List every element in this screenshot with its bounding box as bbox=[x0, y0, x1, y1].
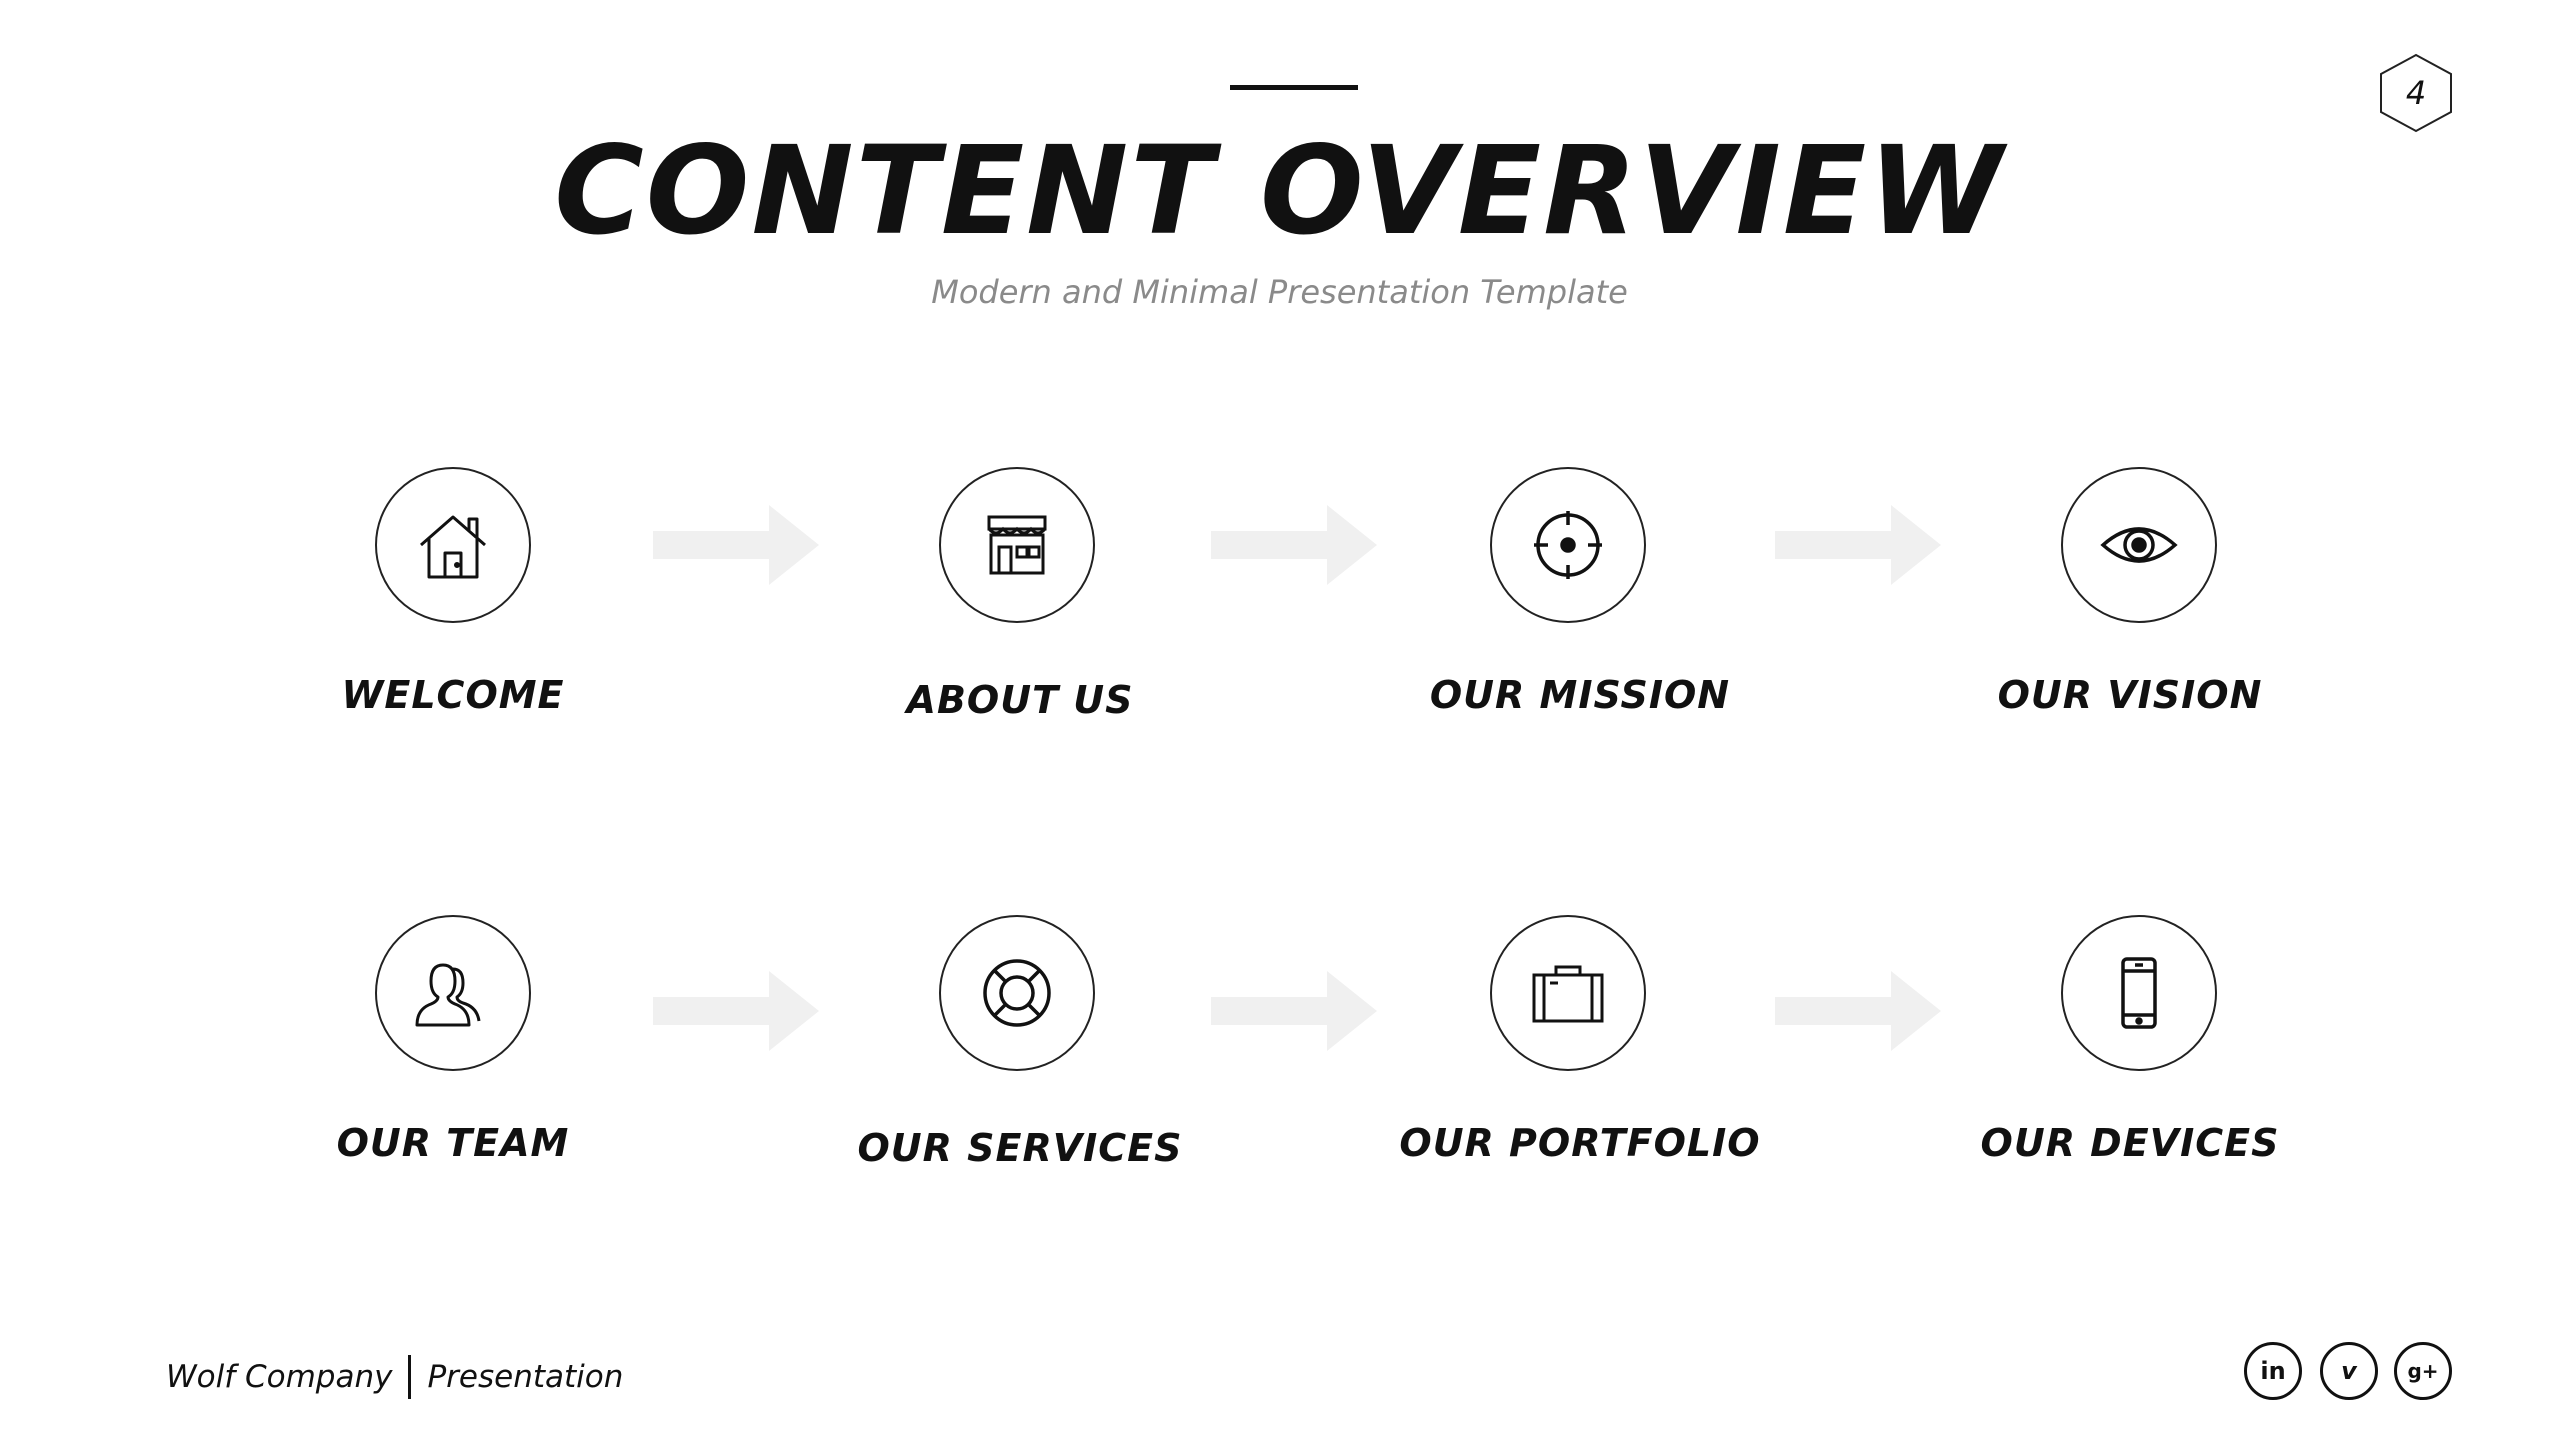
arrow-right-icon bbox=[1211, 971, 1377, 1051]
page-title: CONTENT OVERVIEW bbox=[554, 120, 2005, 262]
hexagon-icon bbox=[2380, 53, 2452, 133]
footer-divider bbox=[408, 1355, 412, 1399]
target-icon bbox=[1534, 511, 1602, 579]
arrow-right-icon bbox=[653, 505, 819, 585]
our-mission-button[interactable] bbox=[1490, 467, 1646, 623]
footer-section: Presentation bbox=[427, 1359, 624, 1395]
footer-brand: Wolf Company Presentation bbox=[166, 1355, 623, 1399]
label-our-devices: OUR DEVICES bbox=[1980, 1121, 2280, 1165]
arrow-right-icon bbox=[653, 971, 819, 1051]
google-plus-icon[interactable]: g+ bbox=[2394, 1342, 2452, 1400]
our-vision-button[interactable] bbox=[2061, 467, 2217, 623]
welcome-button[interactable] bbox=[375, 467, 531, 623]
briefcase-icon bbox=[1532, 965, 1604, 1023]
title-accent-line bbox=[1230, 85, 1358, 90]
eye-icon bbox=[2100, 527, 2178, 563]
store-icon bbox=[987, 515, 1047, 575]
arrow-right-icon bbox=[1775, 505, 1941, 585]
label-our-team: OUR TEAM bbox=[336, 1121, 570, 1165]
home-icon bbox=[420, 515, 486, 579]
linkedin-icon[interactable]: in bbox=[2244, 1342, 2302, 1400]
label-our-mission: OUR MISSION bbox=[1429, 673, 1731, 717]
lifebuoy-icon bbox=[983, 959, 1051, 1027]
label-our-vision: OUR VISION bbox=[1997, 673, 2263, 717]
users-icon bbox=[415, 963, 481, 1027]
arrow-right-icon bbox=[1775, 971, 1941, 1051]
google-plus-label: g+ bbox=[2407, 1359, 2439, 1383]
linkedin-label: in bbox=[2260, 1357, 2286, 1385]
vimeo-icon[interactable]: v bbox=[2320, 1342, 2378, 1400]
label-welcome: WELCOME bbox=[341, 673, 565, 717]
our-services-button[interactable] bbox=[939, 915, 1095, 1071]
page-number-badge: 4 bbox=[2378, 52, 2454, 134]
our-devices-button[interactable] bbox=[2061, 915, 2217, 1071]
our-team-button[interactable] bbox=[375, 915, 531, 1071]
page-number: 4 bbox=[2405, 74, 2427, 112]
label-our-services: OUR SERVICES bbox=[857, 1126, 1183, 1170]
vimeo-label: v bbox=[2341, 1357, 2357, 1385]
label-about-us: ABOUT US bbox=[906, 678, 1134, 722]
about-us-button[interactable] bbox=[939, 467, 1095, 623]
our-portfolio-button[interactable] bbox=[1490, 915, 1646, 1071]
company-name: Wolf Company bbox=[166, 1359, 393, 1395]
page-subtitle: Modern and Minimal Presentation Template bbox=[931, 273, 1628, 311]
arrow-right-icon bbox=[1211, 505, 1377, 585]
label-our-portfolio: OUR PORTFOLIO bbox=[1399, 1121, 1761, 1165]
smartphone-icon bbox=[2121, 957, 2157, 1029]
